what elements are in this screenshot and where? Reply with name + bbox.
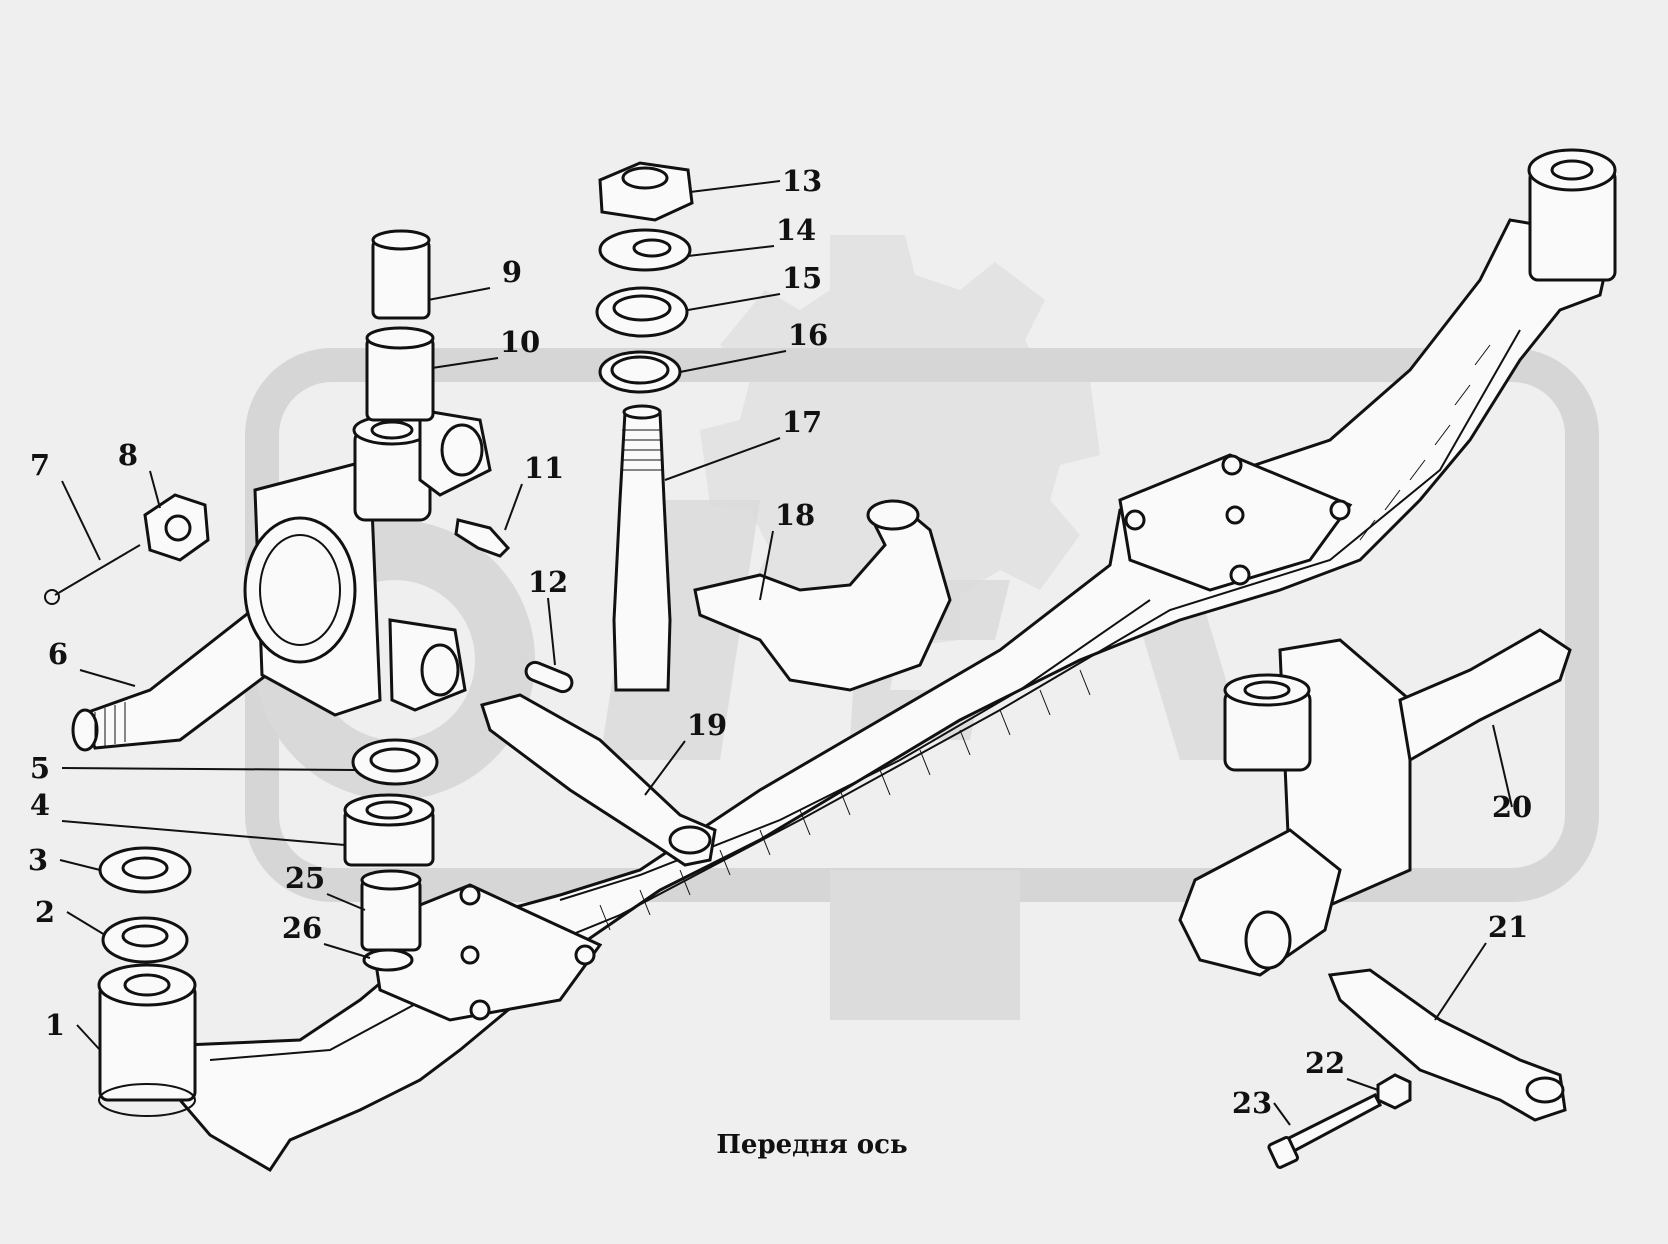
- leader-line-3: [59, 859, 101, 871]
- callout-9: 9: [502, 255, 522, 289]
- callout-3: 3: [28, 843, 48, 877]
- king-pin-17: [612, 404, 672, 692]
- diagram-caption: Передня ось: [716, 1130, 907, 1160]
- callout-26: 26: [282, 911, 322, 945]
- callout-leaders: [59, 180, 1513, 1126]
- leader-line-17: [664, 437, 781, 481]
- leader-line-12: [547, 597, 556, 666]
- callout-1: 1: [45, 1008, 65, 1042]
- callout-13: 13: [782, 164, 822, 198]
- leader-line-11: [504, 483, 523, 531]
- washer-3: [98, 846, 192, 894]
- castle-nut-8: [143, 493, 210, 562]
- leader-line-4: [61, 820, 346, 846]
- leader-line-26: [323, 943, 371, 959]
- sleeve-25: [360, 869, 422, 952]
- leader-line-13: [689, 180, 781, 193]
- callout-5: 5: [30, 751, 50, 785]
- bolt-23: [1267, 1092, 1382, 1169]
- key-12: [524, 660, 574, 694]
- callout-14: 14: [776, 213, 816, 247]
- seal-ring-5: [351, 738, 439, 786]
- leader-line-15: [687, 293, 781, 311]
- lock-washer-14: [598, 228, 692, 272]
- callout-22: 22: [1305, 1046, 1345, 1080]
- leader-line-23: [1273, 1102, 1291, 1126]
- leader-line-6: [79, 669, 136, 687]
- callout-17: 17: [782, 405, 822, 439]
- leader-line-2: [66, 911, 106, 936]
- steering-arm-19: [480, 693, 717, 867]
- watermark-logo: [245, 235, 1599, 1020]
- shim-26: [362, 948, 414, 972]
- bushing-9: [371, 229, 431, 320]
- grease-fitting-11: [454, 518, 511, 558]
- callout-12: 12: [528, 565, 568, 599]
- leader-line-19: [644, 740, 686, 796]
- washer-15: [595, 286, 689, 338]
- steering-arm-curved-18: [693, 499, 952, 692]
- nut-22: [1376, 1073, 1412, 1110]
- callout-23: 23: [1232, 1086, 1272, 1120]
- leader-line-21: [1434, 942, 1487, 1021]
- callout-8: 8: [118, 438, 138, 472]
- steering-knuckle-right-20: [1178, 628, 1572, 977]
- steering-knuckle-left: [71, 408, 492, 752]
- washer-2: [101, 916, 189, 964]
- leader-line-5: [61, 767, 356, 771]
- leader-line-1: [76, 1024, 101, 1051]
- callout-21: 21: [1488, 910, 1528, 944]
- callout-2: 2: [35, 895, 55, 929]
- leader-line-18: [759, 530, 774, 601]
- leader-line-9: [427, 287, 491, 301]
- callout-25: 25: [285, 861, 325, 895]
- ring-16: [598, 350, 682, 394]
- leader-line-7: [61, 480, 101, 561]
- leader-line-8: [149, 470, 161, 509]
- bearing-4: [343, 793, 435, 867]
- callout-18: 18: [775, 498, 815, 532]
- axle-beam: [97, 148, 1617, 1173]
- callout-4: 4: [30, 788, 50, 822]
- leader-line-25: [326, 893, 366, 911]
- leader-line-16: [679, 350, 787, 373]
- callout-11: 11: [524, 451, 564, 485]
- leader-line-22: [1346, 1078, 1379, 1091]
- bushing-10: [365, 326, 435, 422]
- callout-16: 16: [788, 318, 828, 352]
- callout-20: 20: [1492, 790, 1532, 824]
- callout-19: 19: [687, 708, 727, 742]
- callout-6: 6: [48, 637, 68, 671]
- cotter-pin-7: [44, 544, 141, 605]
- callout-7: 7: [30, 448, 50, 482]
- callout-10: 10: [500, 325, 540, 359]
- callout-15: 15: [782, 261, 822, 295]
- leader-line-14: [687, 245, 775, 257]
- leader-line-10: [431, 357, 499, 369]
- steering-arm-21: [1327, 968, 1567, 1122]
- leader-line-20: [1492, 724, 1513, 808]
- nut-13: [598, 161, 694, 222]
